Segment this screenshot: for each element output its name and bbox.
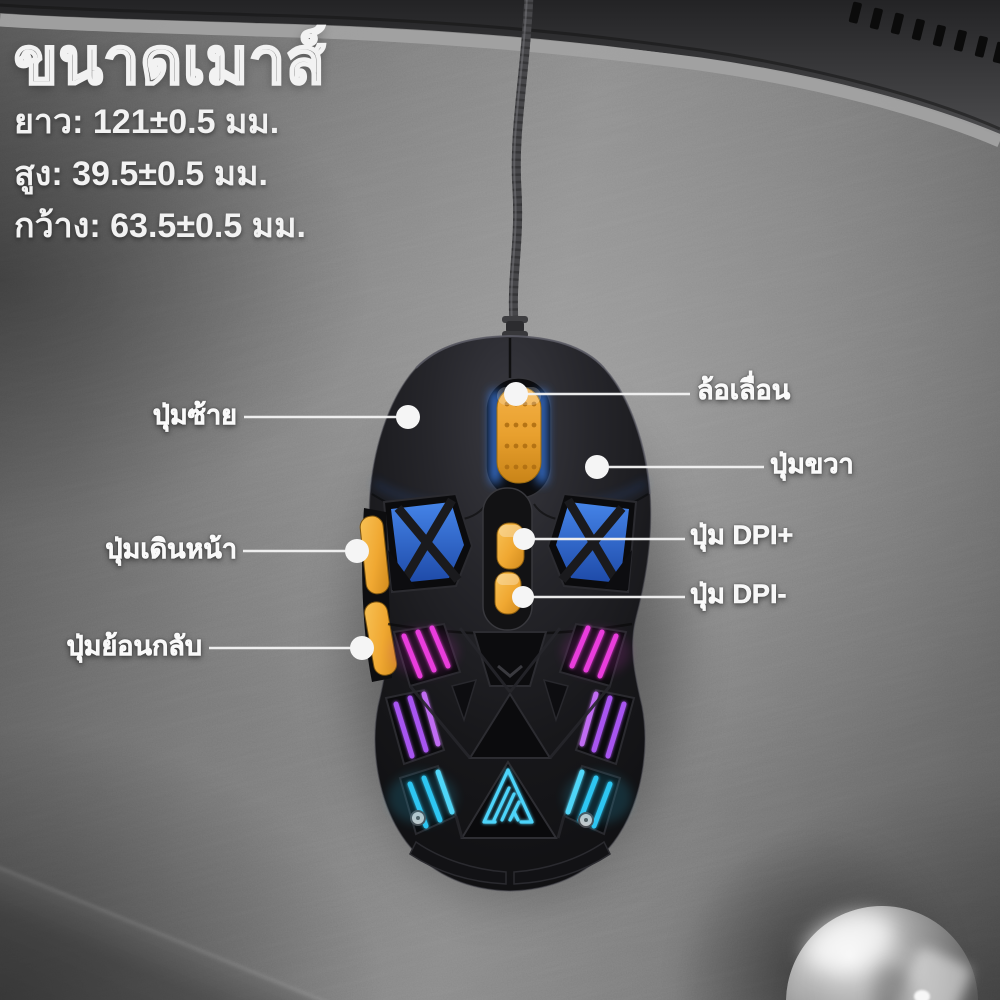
- label-dpi-plus: ปุ่ม DPI+: [690, 519, 794, 550]
- label-left-button: ปุ่มซ้าย: [152, 399, 237, 430]
- sphere-specular-dot: [914, 990, 930, 1000]
- forward-button-dot: [345, 539, 369, 563]
- spec-height: สูง: 39.5±0.5 มม.: [14, 155, 268, 193]
- desk-edge-surface: [0, 0, 1000, 137]
- page-title: ขนาดเมาส์: [13, 24, 327, 99]
- label-dpi-minus: ปุ่ม DPI-: [690, 578, 787, 609]
- desk-edge: [0, 0, 1000, 147]
- label-back-button: ปุ่มย้อนกลับ: [66, 630, 202, 661]
- gaming-mouse: [359, 334, 652, 892]
- spec-width: กว้าง: 63.5±0.5 มม.: [14, 207, 306, 245]
- desk-edge-highlight-strip: [0, 13, 1000, 147]
- dpi-minus-dot: [512, 586, 534, 608]
- label-scroll-wheel: ล้อเลื่อน: [697, 374, 791, 405]
- spec-length: ยาว: 121±0.5 มม.: [14, 103, 280, 141]
- vent-slots: [848, 1, 1000, 64]
- scroll-wheel-dot: [504, 382, 528, 406]
- back-button-dot: [350, 636, 374, 660]
- brand-logo: [482, 768, 534, 824]
- right-button-dot: [585, 455, 609, 479]
- label-forward-button: ปุ่มเดินหน้า: [105, 533, 237, 564]
- honeycomb-shell: [384, 624, 634, 885]
- label-right-button: ปุ่มขวา: [770, 448, 854, 479]
- dpi-plus-dot: [513, 528, 535, 550]
- front-led-cutout: [382, 492, 474, 594]
- spec-list: ยาว: 121±0.5 มม. สูง: 39.5±0.5 มม. กว้าง…: [14, 96, 306, 252]
- left-button-dot: [396, 405, 420, 429]
